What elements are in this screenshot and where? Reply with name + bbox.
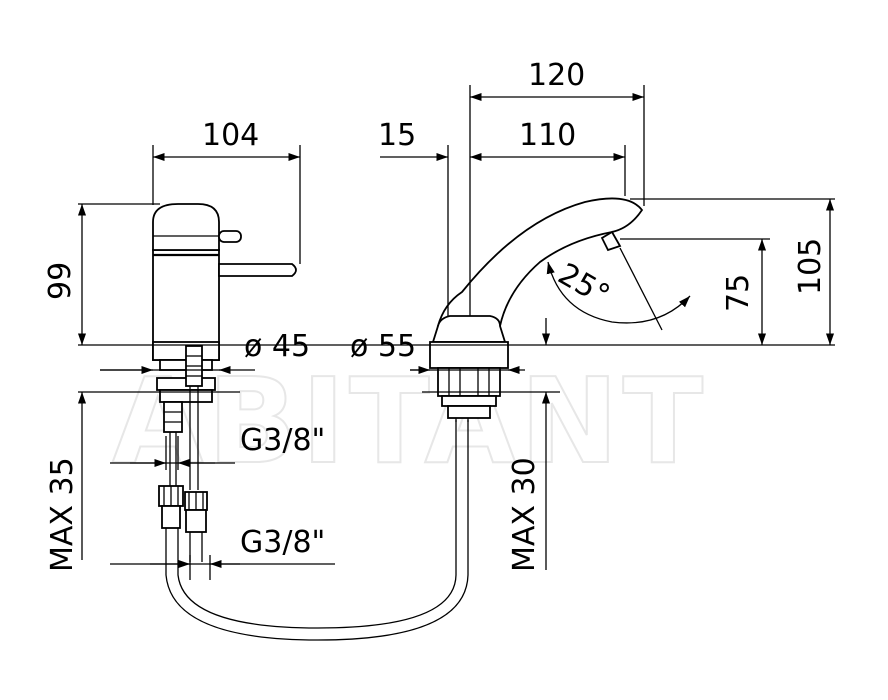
watermark-text: ABITANT [112,352,707,490]
dim-thread-upper: G3/8" [240,423,325,458]
dim-105: 105 [793,238,828,295]
right-view [429,197,644,422]
dim-angle: 25° [552,257,616,314]
dim-diameter-45: ø 45 [244,329,310,364]
dimension-lines [77,92,835,570]
dim-110: 110 [519,118,576,153]
dim-max-30: MAX 30 [507,457,542,572]
dim-15: 15 [378,118,416,153]
dim-thread-lower: G3/8" [240,525,325,560]
left-view [152,203,469,641]
dim-diameter-55: ø 55 [350,329,416,364]
dim-max-35: MAX 35 [45,457,80,572]
dimension-labels: 104 120 15 110 99 105 75 25° ø 45 ø 55 G… [43,58,828,572]
dim-120: 120 [528,58,585,93]
dim-99: 99 [43,262,78,300]
dim-75: 75 [721,274,756,312]
dim-104: 104 [202,118,259,153]
